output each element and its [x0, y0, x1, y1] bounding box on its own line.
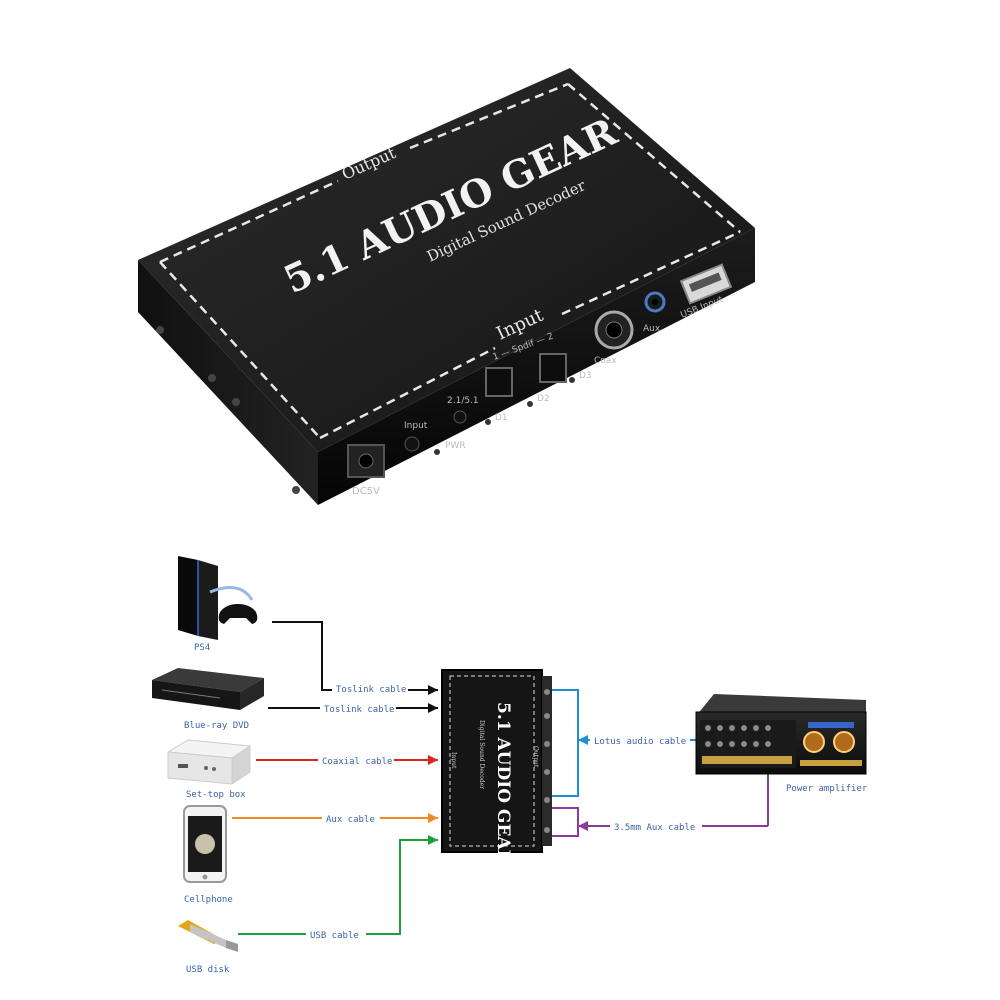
usb-disk-icon — [178, 920, 238, 952]
spdif1-port — [485, 367, 513, 397]
dc5v-port — [347, 444, 385, 478]
coax-port — [594, 310, 634, 350]
device-label-amplifier: Power amplifier — [786, 784, 868, 794]
spdif2-port — [539, 353, 567, 383]
arrow-icon — [578, 821, 588, 831]
aux35-cable — [552, 807, 579, 837]
settop-box-icon — [166, 739, 252, 785]
device-label-usb: USB disk — [186, 965, 230, 975]
d1-led-icon — [485, 419, 491, 425]
aux-label: Aux — [643, 324, 661, 334]
coax-label: Coax — [594, 356, 617, 366]
dashed-border — [409, 82, 569, 150]
cable-label-aux35: 3.5mm Aux cable — [614, 823, 695, 833]
arrow-icon — [428, 685, 438, 695]
lotus-cable — [552, 689, 579, 797]
d3-led-icon — [569, 377, 575, 383]
cable-label-lotus: Lotus audio cable — [594, 737, 686, 747]
screw-icon — [232, 398, 240, 406]
box-top-face — [138, 68, 755, 452]
usb-port — [679, 263, 733, 305]
ps4-icon — [178, 556, 258, 640]
input-button-label: Input — [404, 421, 428, 431]
device-label-cellphone: Cellphone — [184, 895, 233, 905]
toslink-cable-1 — [272, 621, 438, 691]
cable-label-toslink-2: Toslink cable — [324, 705, 394, 715]
cellphone-icon — [183, 805, 227, 883]
arrow-icon — [428, 835, 438, 845]
usb-cable — [238, 839, 438, 935]
d2-led-icon — [527, 401, 533, 407]
d3-label: D3 — [579, 371, 592, 381]
diagram-decoder-input: Input — [450, 752, 457, 769]
screw-icon — [292, 486, 300, 494]
mode-label: 2.1/5.1 — [447, 396, 479, 406]
pwr-label: PWR — [445, 441, 466, 451]
device-label-ps4: PS4 — [194, 643, 210, 653]
mode-button-icon — [453, 410, 467, 424]
diagram-decoder: 5.1 AUDIO GEAR Digital Sound Decoder Inp… — [441, 669, 552, 865]
dashed-border — [319, 346, 496, 440]
dc5v-label: DC5V — [352, 486, 380, 497]
diagram-decoder-subtitle: Digital Sound Decoder — [478, 720, 485, 789]
cable-label-toslink-1: Toslink cable — [336, 685, 406, 695]
aux-port — [644, 291, 666, 313]
cable-label-coaxial: Coaxial cable — [322, 757, 392, 767]
dashed-border — [159, 261, 321, 439]
pwr-led-icon — [434, 449, 440, 455]
dashed-border — [561, 230, 741, 316]
dashed-border — [567, 83, 741, 233]
device-label-bluray: Blue-ray DVD — [184, 721, 249, 731]
power-amplifier-icon — [695, 694, 867, 775]
arrow-icon — [428, 703, 438, 713]
arrow-icon — [428, 755, 438, 765]
box-side-face — [138, 260, 318, 505]
cable-label-aux: Aux cable — [326, 815, 375, 825]
diagram-decoder-title: 5.1 AUDIO GEAR — [493, 702, 513, 865]
d1-label: D1 — [495, 413, 508, 423]
connection-diagram: Toslink cable Toslink cable Coaxial cabl… — [152, 556, 868, 975]
screw-icon — [208, 374, 216, 382]
cable-label-usb: USB cable — [310, 931, 359, 941]
device-label-settop: Set-top box — [186, 790, 246, 800]
screw-icon — [156, 326, 164, 334]
arrow-icon — [428, 813, 438, 823]
input-button-icon — [404, 436, 420, 452]
dashed-border — [159, 179, 339, 264]
diagram-decoder-output: Output — [532, 746, 539, 768]
decoder-box-photo: Output Input 5.1 AUDIO GEAR Digital Soun… — [138, 68, 755, 505]
d2-label: D2 — [537, 394, 550, 404]
arrow-icon — [578, 735, 588, 745]
bluray-player-icon — [152, 668, 264, 710]
